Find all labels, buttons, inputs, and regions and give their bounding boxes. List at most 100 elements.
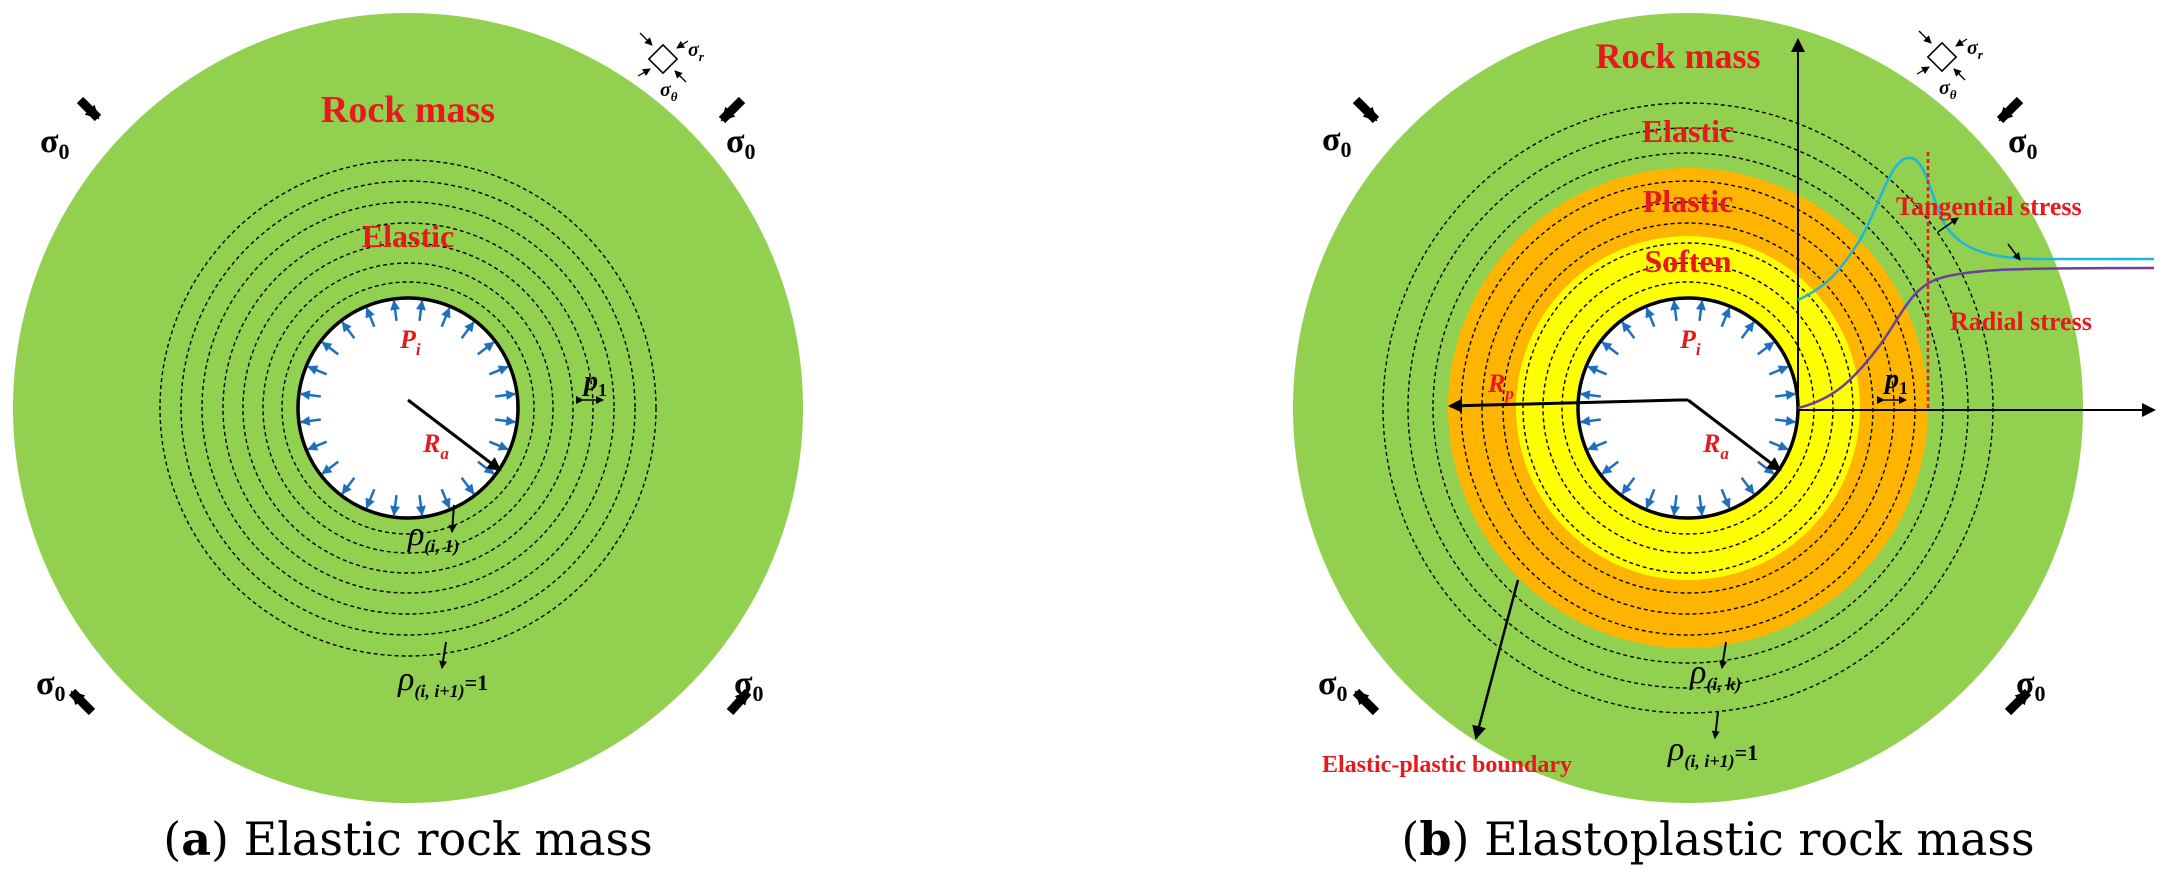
tangential-stress-curve [1797,156,2154,302]
svg-text:σr: σr [688,39,705,64]
rho-outer-pointer [1711,711,1720,739]
pressure-arrow [488,365,509,376]
pressure-arrow [1720,307,1731,328]
pressure-arrow [1775,390,1797,401]
sigma0-bottom-right: σ0 [2016,665,2046,706]
radius-line [1687,398,1782,472]
pressure-arrow [495,415,517,426]
stress-element-icon: σr σθ [1916,30,1984,102]
caption-a: (a) Elastic rock mass [163,812,652,866]
pressure-arrow [1757,460,1775,475]
pressure-arrow [1621,477,1636,495]
rho-outer-pointer [439,641,448,669]
svg-text:σθ: σθ [1939,77,1957,102]
stress-element-icon: σr σθ [637,32,705,104]
far-field-stress-arrows [1352,96,2032,716]
pressure-arrow [1670,299,1681,321]
pressure-arrow [341,477,356,495]
rho-inner-pointer [1719,641,1728,669]
elastic-label: Elastic [362,218,454,254]
sigma0-bottom-left: σ0 [36,665,66,706]
pressure-arrow [1695,495,1706,517]
rho-outer-label: ρ(i, i+1)=1 [1667,731,1758,772]
rho-outer-label: ρ(i, i+1)=1 [397,661,488,702]
pressure-arrow [307,440,328,451]
panel-b: Tangential stress Radial stress Rock mas… [1293,13,2156,866]
pressure-label: Pi [399,325,421,359]
pressure-arrow [1768,365,1789,376]
pressure-arrow [321,460,339,475]
pressure-arrow [1757,341,1775,356]
pressure-arrow [1621,321,1636,339]
pressure-arrow [341,321,356,339]
pressure-arrow [1740,321,1755,339]
pressure-arrow [307,365,328,376]
boundary-pointer [1472,579,1520,740]
pressure-arrow [365,307,376,328]
pressure-arrow [440,307,451,328]
tangential-label: Tangential stress [1896,192,2082,221]
dashed-rings [159,159,657,657]
elastic-label: Elastic [1642,113,1734,149]
radius-label: Ra [422,429,449,463]
spacing-label: p1 [582,366,607,400]
rock-mass-label: Rock mass [321,89,495,131]
sigma0-bottom-left: σ0 [1318,665,1348,706]
spacing-label: p1 [1883,364,1908,398]
pressure-arrow [460,477,475,495]
pressure-arrow [1601,460,1619,475]
pressure-main: P [399,325,417,354]
pressure-arrow [1645,307,1656,328]
pressure-arrow [299,415,321,426]
pressure-label: Pi [1679,325,1701,359]
pressure-arrow [299,390,321,401]
radial-pointer [2007,243,2021,261]
far-field-stress-arrows [68,96,752,716]
pressure-arrow [1695,299,1706,321]
caption-b: (b) Elastoplastic rock mass [1401,812,2034,866]
pressure-arrow [477,341,495,356]
plastic-label: Plastic [1643,183,1734,219]
rock-mass-label: Rock mass [1595,36,1760,76]
svg-text:σθ: σθ [660,79,678,104]
internal-pressure-arrows [299,299,517,517]
pressure-arrow [365,488,376,509]
pressure-arrow [415,495,426,517]
pressure-arrow [1775,415,1797,426]
tunnel-opening [296,296,520,520]
rho-inner-label: ρ(i, k) [1689,654,1741,695]
pressure-arrow [390,495,401,517]
boundary-label: Elastic-plastic boundary [1322,752,1572,778]
pressure-arrow [1587,440,1608,451]
rho-inner-pointer [448,504,457,533]
pressure-arrow [1601,341,1619,356]
tangential-pointer [1937,217,1959,233]
sigma0-top-left: σ0 [40,123,70,164]
pressure-arrow [440,488,451,509]
plastic-radius-line [1448,398,1688,413]
pressure-arrow [1587,365,1608,376]
pressure-arrow [1579,415,1601,426]
pressure-arrow [477,460,495,475]
rho-inner-label: ρ(i, 1) [407,516,459,557]
radius-line [407,398,502,472]
pressure-arrow [390,299,401,321]
radius-sub: a [440,444,449,463]
pressure-arrow [1579,390,1601,401]
pressure-arrow [460,321,475,339]
pressure-arrow [1720,488,1731,509]
pressure-arrow [1645,488,1656,509]
radial-stress-curve [1797,266,2155,410]
radial-label: Radial stress [1950,307,2092,336]
plastic-radius-label: Rp [1487,369,1514,403]
radius-label: Ra [1702,429,1729,463]
pressure-arrow [415,299,426,321]
sigma0-top-left: σ0 [1322,121,1352,162]
internal-pressure-arrows [1579,299,1797,517]
sigma0-top-right: σ0 [2008,123,2038,164]
pressure-sub: i [416,340,421,359]
sigma0-top-right: σ0 [726,123,756,164]
pressure-arrow [1740,477,1755,495]
radius-main: R [422,429,440,458]
